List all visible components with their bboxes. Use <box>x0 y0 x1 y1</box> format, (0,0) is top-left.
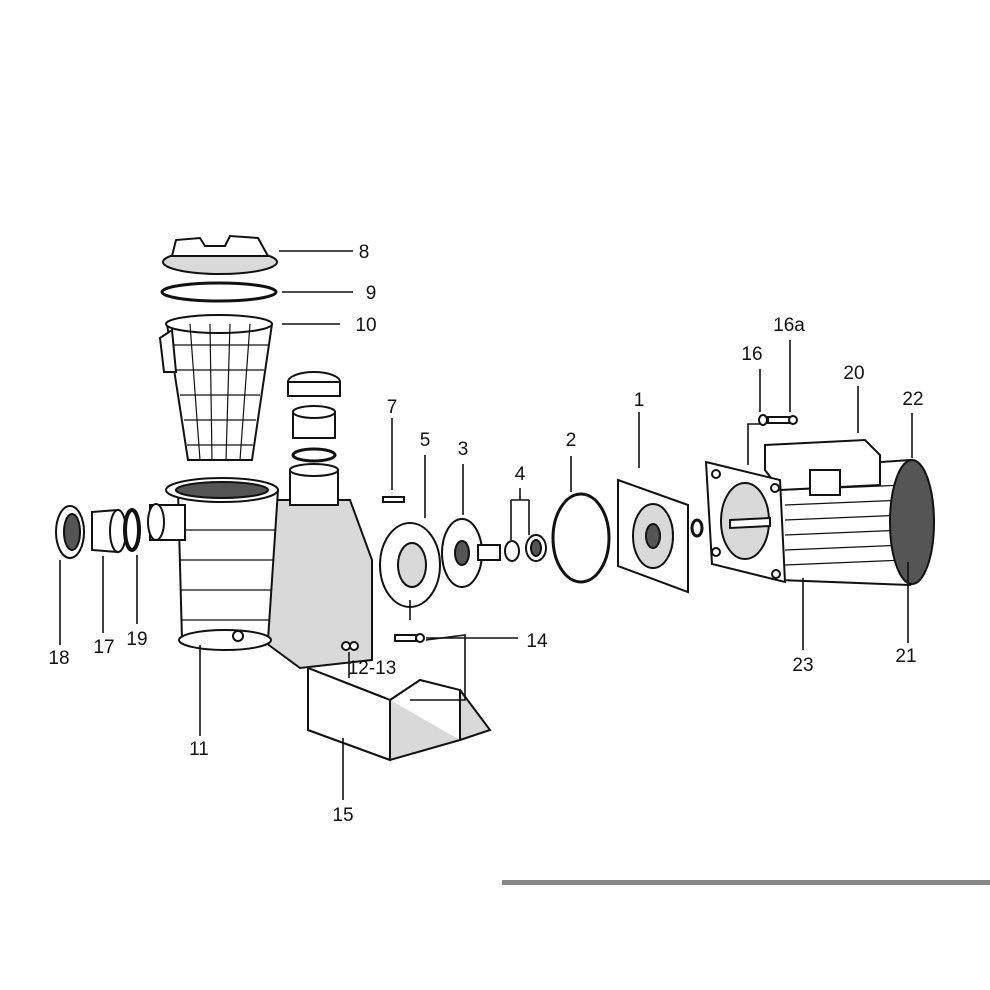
label-20: 20 <box>843 363 864 384</box>
part-union-nut <box>55 505 85 559</box>
part-outlet-union <box>287 371 341 463</box>
part-base <box>307 666 492 762</box>
part-seal-plate <box>617 478 689 594</box>
part-screw-7 <box>382 496 405 503</box>
part-seal-plate-o-ring <box>551 492 611 584</box>
leader-lines <box>59 250 913 800</box>
label-4: 4 <box>515 464 526 485</box>
footer-rule <box>502 880 990 885</box>
part-drain-plugs <box>341 641 359 651</box>
part-screw-14 <box>394 633 425 643</box>
label-16: 16 <box>741 344 762 365</box>
label-19: 19 <box>126 629 147 650</box>
label-2: 2 <box>566 430 577 451</box>
label-22: 22 <box>902 389 923 410</box>
part-lid-o-ring <box>160 281 278 303</box>
part-mechanical-seal <box>504 534 547 562</box>
label-11: 11 <box>189 739 209 760</box>
label-3: 3 <box>458 439 469 460</box>
part-lid <box>162 234 278 275</box>
part-strainer-basket <box>158 314 274 461</box>
label-15: 15 <box>332 805 353 826</box>
part-labels: 1 2 3 4 5 7 8 9 10 11 12-13 14 15 16 16a… <box>48 242 923 826</box>
label-17: 17 <box>93 637 114 658</box>
label-10: 10 <box>355 315 376 336</box>
label-21: 21 <box>895 646 916 667</box>
part-motor <box>704 438 935 587</box>
label-9: 9 <box>366 283 377 304</box>
label-1: 1 <box>634 390 645 411</box>
part-pump-housing <box>147 463 373 670</box>
label-18: 18 <box>48 648 69 669</box>
label-12-13: 12-13 <box>348 658 397 679</box>
part-shaft-washer <box>690 518 704 538</box>
part-diffuser <box>379 522 441 608</box>
label-23: 23 <box>792 655 813 676</box>
label-14: 14 <box>526 631 548 652</box>
label-8: 8 <box>359 242 370 263</box>
part-union-o-ring <box>123 508 141 552</box>
part-impeller <box>441 518 501 588</box>
part-union-tail <box>91 508 127 554</box>
label-16a: 16a <box>773 315 805 336</box>
label-7: 7 <box>387 397 398 418</box>
part-bolts-16 <box>758 414 798 426</box>
label-5: 5 <box>420 430 431 451</box>
